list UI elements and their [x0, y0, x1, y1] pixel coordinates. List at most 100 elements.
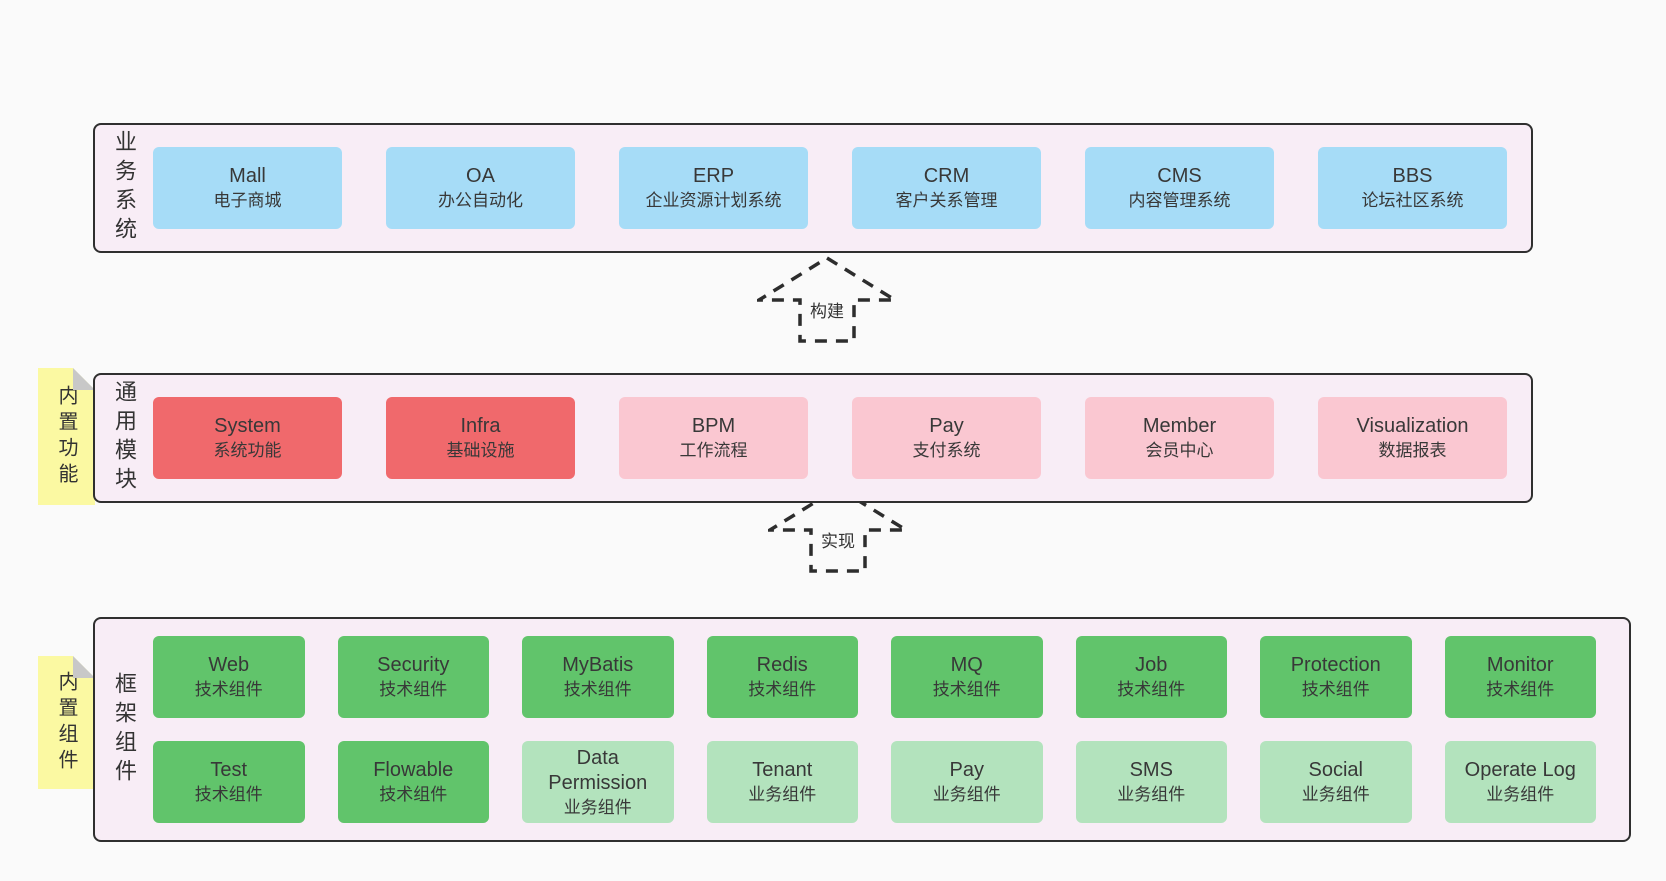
- arrow-up-icon: [768, 486, 908, 573]
- box-subtitle: 办公自动化: [438, 190, 523, 210]
- band-modules-label: 通用模块: [112, 380, 137, 496]
- box-subtitle: 电子商城: [213, 190, 282, 210]
- folded-corner-icon: [73, 368, 95, 390]
- box-title: Visualization: [1356, 415, 1469, 438]
- box-mybatis: MyBatis 技术组件: [522, 636, 674, 718]
- box-subtitle: 企业资源计划系统: [645, 190, 782, 210]
- box-title: System: [214, 415, 281, 438]
- box-data-permission: Data Permission 业务组件: [522, 741, 674, 823]
- box-title: Pay: [949, 759, 984, 782]
- box-subtitle: 工作流程: [679, 440, 748, 460]
- framework-rows: Web 技术组件 Security 技术组件 MyBatis 技术组件 Redi…: [153, 636, 1629, 823]
- box-redis: Redis 技术组件: [706, 636, 858, 718]
- box-tenant: Tenant 业务组件: [706, 741, 858, 823]
- box-title: Job: [1135, 654, 1168, 677]
- box-subtitle: 内容管理系统: [1128, 190, 1231, 210]
- box-title: ERP: [692, 165, 735, 188]
- box-mq: MQ 技术组件: [891, 636, 1043, 718]
- arrow-up-icon: [757, 256, 897, 343]
- folded-corner-icon: [73, 656, 95, 678]
- box-pay-component: Pay 业务组件: [891, 741, 1043, 823]
- box-subtitle: 业务组件: [1486, 784, 1555, 804]
- box-visualization: Visualization 数据报表: [1318, 397, 1507, 479]
- band-business-label: 业务系统: [112, 130, 137, 246]
- box-test: Test 技术组件: [153, 741, 305, 823]
- box-title: Tenant: [752, 759, 813, 782]
- box-subtitle: 技术组件: [194, 784, 263, 804]
- sticky-label: 内置组件: [55, 670, 77, 775]
- arrow-up-implement: 实现: [768, 486, 908, 574]
- band-framework-components: 框架组件 Web 技术组件 Security 技术组件 MyBatis 技术组件…: [93, 617, 1631, 842]
- box-bbs: BBS 论坛社区系统: [1318, 147, 1507, 229]
- box-erp: ERP 企业资源计划系统: [619, 147, 808, 229]
- framework-row-2: Test 技术组件 Flowable 技术组件 Data Permission …: [153, 741, 1596, 823]
- box-title: Monitor: [1486, 654, 1554, 677]
- box-title: BPM: [691, 415, 736, 438]
- box-subtitle: 技术组件: [1486, 679, 1555, 699]
- box-infra: Infra 基础设施: [386, 397, 575, 479]
- business-boxes: Mall 电子商城 OA 办公自动化 ERP 企业资源计划系统 CRM 客户关系…: [153, 147, 1531, 229]
- box-crm: CRM 客户关系管理: [852, 147, 1041, 229]
- box-protection: Protection 技术组件: [1260, 636, 1412, 718]
- box-security: Security 技术组件: [337, 636, 489, 718]
- box-title: SMS: [1129, 759, 1173, 782]
- box-sms: SMS 业务组件: [1075, 741, 1227, 823]
- band-common-modules: 通用模块 System 系统功能 Infra 基础设施 BPM 工作流程 Pay…: [93, 373, 1533, 503]
- box-subtitle: 业务组件: [1301, 784, 1370, 804]
- box-subtitle: 会员中心: [1145, 440, 1214, 460]
- box-social: Social 业务组件: [1260, 741, 1412, 823]
- box-subtitle: 技术组件: [932, 679, 1001, 699]
- box-title: OA: [466, 165, 495, 188]
- box-title: Redis: [756, 654, 808, 677]
- box-subtitle: 支付系统: [912, 440, 981, 460]
- box-subtitle: 技术组件: [1117, 679, 1186, 699]
- box-subtitle: 数据报表: [1378, 440, 1447, 460]
- box-system: System 系统功能: [153, 397, 342, 479]
- box-title: CMS: [1157, 165, 1202, 188]
- box-title: Member: [1142, 415, 1217, 438]
- box-title: Web: [208, 654, 250, 677]
- box-subtitle: 论坛社区系统: [1361, 190, 1464, 210]
- box-subtitle: 技术组件: [379, 679, 448, 699]
- band-framework-label: 框架组件: [112, 671, 137, 788]
- box-flowable: Flowable 技术组件: [337, 741, 489, 823]
- box-title: Flowable: [373, 759, 454, 782]
- box-job: Job 技术组件: [1075, 636, 1227, 718]
- box-subtitle: 客户关系管理: [895, 190, 998, 210]
- box-subtitle: 业务组件: [1117, 784, 1186, 804]
- box-operate-log: Operate Log 业务组件: [1444, 741, 1596, 823]
- sticky-built-in-features: 内置功能: [38, 368, 95, 505]
- module-boxes: System 系统功能 Infra 基础设施 BPM 工作流程 Pay 支付系统…: [153, 397, 1531, 479]
- sticky-built-in-components: 内置组件: [38, 656, 95, 789]
- box-subtitle: 技术组件: [748, 679, 817, 699]
- box-subtitle: 技术组件: [1301, 679, 1370, 699]
- sticky-label: 内置功能: [55, 384, 77, 489]
- box-member: Member 会员中心: [1085, 397, 1274, 479]
- box-subtitle: 业务组件: [932, 784, 1001, 804]
- box-mall: Mall 电子商城: [153, 147, 342, 229]
- box-bpm: BPM 工作流程: [619, 397, 808, 479]
- box-subtitle: 基础设施: [446, 440, 515, 460]
- box-cms: CMS 内容管理系统: [1085, 147, 1274, 229]
- box-title: BBS: [1392, 165, 1433, 188]
- box-title: Pay: [929, 415, 964, 438]
- box-title: Mall: [229, 165, 266, 188]
- box-pay-module: Pay 支付系统: [852, 397, 1041, 479]
- box-web: Web 技术组件: [153, 636, 305, 718]
- arrow-implement-label: 实现: [818, 526, 858, 553]
- box-title: Security: [377, 654, 450, 677]
- box-subtitle: 技术组件: [194, 679, 263, 699]
- box-subtitle: 业务组件: [563, 797, 632, 817]
- box-title: Protection: [1290, 654, 1381, 677]
- box-title: Operate Log: [1464, 759, 1576, 782]
- arrow-build-label: 构建: [807, 296, 847, 323]
- box-subtitle: 业务组件: [748, 784, 817, 804]
- box-title: MyBatis: [562, 654, 634, 677]
- box-subtitle: 系统功能: [213, 440, 282, 460]
- arrow-up-build: 构建: [757, 256, 897, 344]
- box-title: MQ: [950, 654, 983, 677]
- band-business-systems: 业务系统 Mall 电子商城 OA 办公自动化 ERP 企业资源计划系统 CRM…: [93, 123, 1533, 253]
- box-subtitle: 技术组件: [379, 784, 448, 804]
- box-title: CRM: [923, 165, 970, 188]
